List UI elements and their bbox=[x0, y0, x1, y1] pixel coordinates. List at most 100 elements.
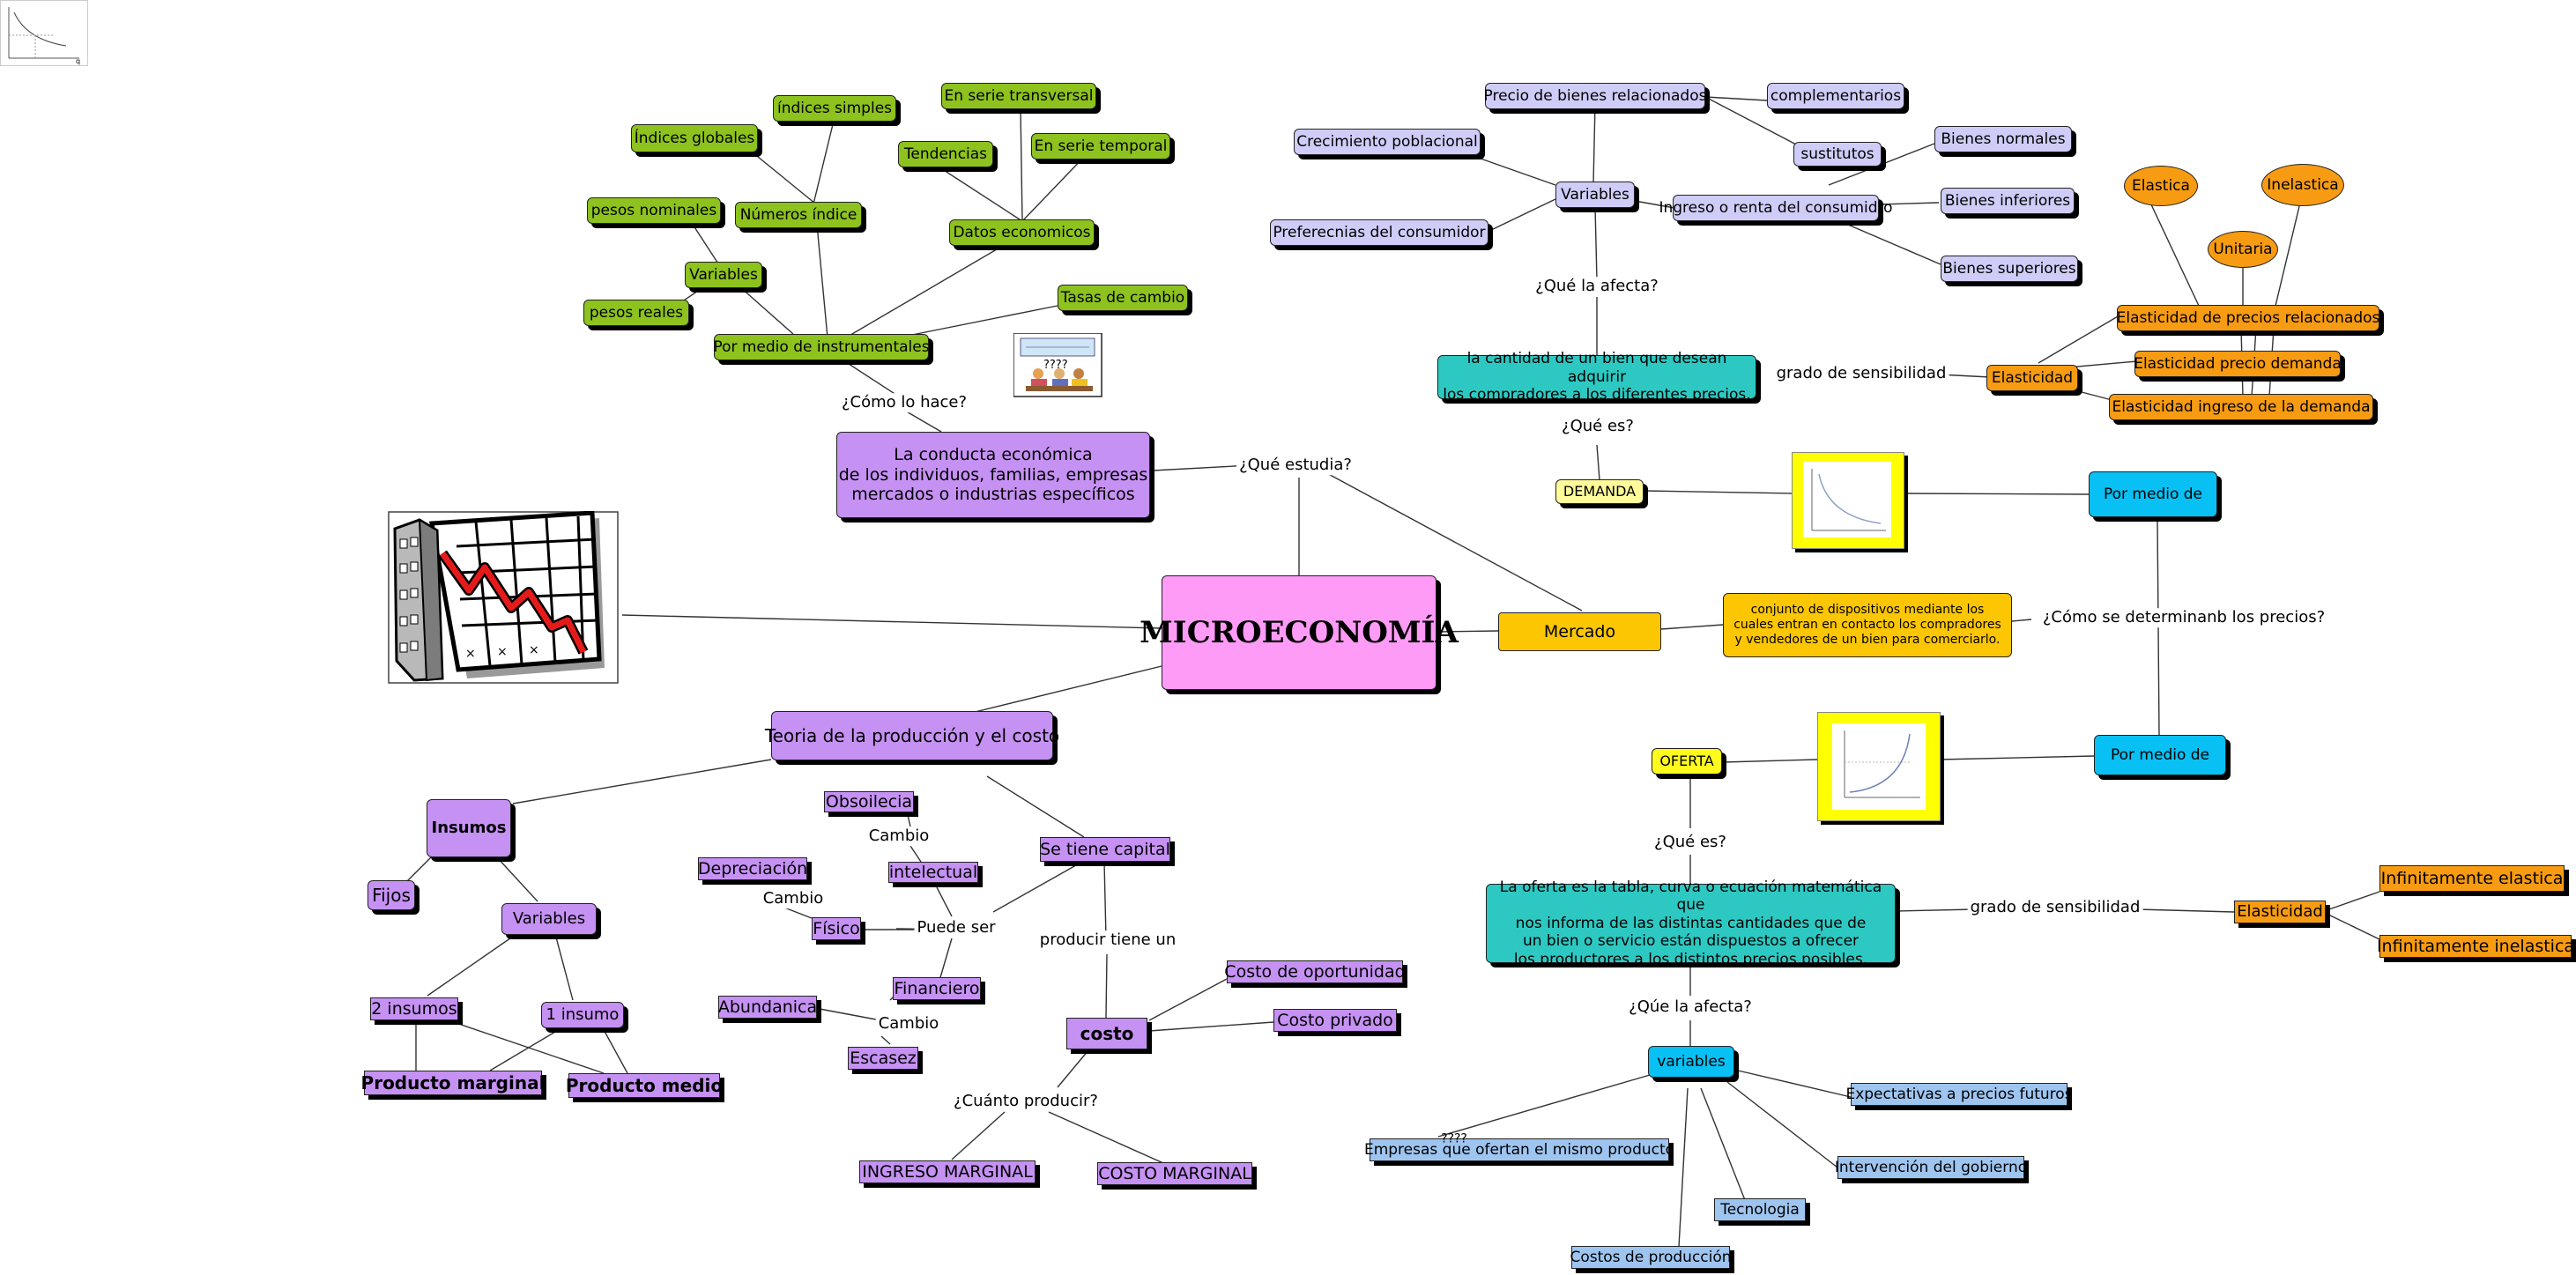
falling-chart-clipart-icon: × × × bbox=[388, 510, 620, 686]
node-se-tiene-capital[interactable]: Se tiene capital bbox=[1040, 837, 1170, 862]
node-pesos-reales[interactable]: pesos reales bbox=[583, 300, 689, 326]
node-por-medio-de-1[interactable]: Por medio de bbox=[2089, 471, 2217, 517]
node-precio-bienes-relacionados[interactable]: Precio de bienes relacionados bbox=[1484, 83, 1706, 109]
link-grado-sensibilidad-1: grado de sensibilidad bbox=[1773, 364, 1949, 383]
node-2-insumos[interactable]: 2 insumos bbox=[370, 997, 458, 1020]
node-producto-marginal[interactable]: Producto marginal bbox=[360, 1071, 546, 1095]
conducta-text: La conducta económica de los individuos,… bbox=[838, 444, 1148, 505]
node-oferta-definicion[interactable]: La oferta es la tabla, curva o ecuación … bbox=[1486, 878, 1896, 968]
node-crecimiento-poblacional[interactable]: Crecimiento poblacional bbox=[1294, 129, 1481, 155]
node-demanda[interactable]: DEMANDA bbox=[1555, 479, 1644, 504]
node-elasticidad-precio-demanda[interactable]: Elasticidad precio demanda bbox=[2134, 351, 2342, 377]
link-question-marks: ???? bbox=[1441, 1131, 1467, 1146]
node-escasez[interactable]: Escasez bbox=[848, 1047, 918, 1070]
node-expectativas[interactable]: Expectativas a precios futuros bbox=[1845, 1083, 2073, 1106]
node-variables-purple[interactable]: Variables bbox=[501, 903, 597, 935]
node-ingreso-renta[interactable]: Ingreso o renta del consumidro bbox=[1659, 195, 1893, 221]
node-pesos-nominales[interactable]: pesos nominales bbox=[587, 197, 721, 224]
node-datos-economicos[interactable]: Datos economicos bbox=[949, 219, 1095, 246]
node-costos-produccion[interactable]: Costos de producción bbox=[1570, 1246, 1732, 1269]
node-infinitamente-inelastica[interactable]: Infinitamente inelastica bbox=[2377, 935, 2574, 958]
link-cambio-3: Cambio bbox=[875, 1014, 942, 1034]
node-elasticidad-precios-relacionados[interactable]: Elasticidad de precios relacionados bbox=[2117, 305, 2379, 331]
node-variables-oferta[interactable]: variables bbox=[1648, 1046, 1734, 1078]
node-costo-marginal[interactable]: COSTO MARGINAL bbox=[1097, 1162, 1252, 1185]
node-financiero[interactable]: Financiero bbox=[893, 977, 981, 1000]
link-que-es-oferta: ¿Qué es? bbox=[1652, 833, 1729, 852]
thumbnail-chart-icon: q bbox=[0, 0, 88, 66]
people-clipart-icon: ???? bbox=[1013, 332, 1105, 400]
node-infinitamente-elastica[interactable]: Infinitamente elastica bbox=[2379, 865, 2565, 892]
node-empresas-mismo-producto[interactable]: Empresas que ofertan el mismo producto bbox=[1364, 1138, 1674, 1161]
node-teoria-produccion[interactable]: Teoria de la producción y el costo bbox=[765, 711, 1059, 760]
svg-text:×: × bbox=[465, 647, 476, 661]
svg-text:×: × bbox=[497, 645, 508, 659]
node-microeconomia[interactable]: MICROECONOMÍA bbox=[1140, 575, 1459, 690]
node-sustitutos[interactable]: sustitutos bbox=[1793, 142, 1882, 167]
link-grado-sensibilidad-2: grado de sensibilidad bbox=[1967, 898, 2143, 917]
node-indices-globales[interactable]: Índices globales bbox=[631, 124, 758, 152]
oferta-def-text: La oferta es la tabla, curva o ecuación … bbox=[1499, 878, 1882, 968]
demand-curve-icon bbox=[1792, 452, 1904, 549]
node-tasas-de-cambio[interactable]: Tasas de cambio bbox=[1058, 285, 1188, 311]
node-ingreso-marginal[interactable]: INGRESO MARGINAL bbox=[859, 1160, 1036, 1183]
link-como-lo-hace: ¿Cómo lo hace? bbox=[838, 393, 970, 412]
link-cambio-1: Cambio bbox=[865, 827, 932, 846]
supply-curve-icon bbox=[1817, 712, 1941, 821]
node-abundancia[interactable]: Abundanica bbox=[718, 996, 817, 1019]
node-variables-lavender[interactable]: Variables bbox=[1555, 182, 1635, 208]
node-mercado-definicion[interactable]: conjunto de dispositivos mediante los cu… bbox=[1723, 593, 2012, 657]
demanda-def-text: la cantidad de un bien que desean adquir… bbox=[1443, 350, 1751, 404]
node-producto-medio[interactable]: Producto medio bbox=[565, 1073, 724, 1098]
node-indices-simples[interactable]: índices simples bbox=[773, 95, 896, 122]
link-que-la-afecta-2: ¿Qúe la afecta? bbox=[1626, 997, 1755, 1017]
link-puede-ser: Puede ser bbox=[914, 918, 998, 938]
node-complementarios[interactable]: complementarios bbox=[1767, 83, 1904, 109]
node-intervencion-gobierno[interactable]: Intervención del gobierno bbox=[1835, 1156, 2027, 1179]
node-costo-privado[interactable]: Costo privado bbox=[1273, 1009, 1397, 1032]
node-depreciacion[interactable]: Depreciación bbox=[698, 857, 807, 880]
node-elasticidad-ingreso-demanda[interactable]: Elasticidad ingreso de la demanda bbox=[2109, 394, 2373, 420]
node-conducta-economica[interactable]: La conducta económica de los individuos,… bbox=[836, 432, 1150, 518]
node-mercado[interactable]: Mercado bbox=[1498, 612, 1661, 651]
node-tecnologia[interactable]: Tecnologia bbox=[1714, 1198, 1806, 1221]
node-en-serie-transversal[interactable]: En serie transversal bbox=[941, 83, 1096, 109]
node-demanda-definicion[interactable]: la cantidad de un bien que desean adquir… bbox=[1437, 350, 1756, 404]
node-bienes-superiores[interactable]: Bienes superiores bbox=[1941, 256, 2078, 282]
node-elasticidad-2[interactable]: Elasticidad bbox=[2234, 901, 2326, 923]
link-producir-tiene-un: producir tiene un bbox=[1036, 930, 1179, 950]
node-variables-green[interactable]: Variables bbox=[685, 262, 762, 288]
node-bienes-normales[interactable]: Bienes normales bbox=[1934, 126, 2072, 152]
node-costo-oportunidad[interactable]: Costo de oportunidad bbox=[1224, 960, 1406, 983]
link-que-es-demanda: ¿Qué es? bbox=[1559, 417, 1637, 436]
node-costo[interactable]: costo bbox=[1066, 1018, 1147, 1049]
mercado-def-text: conjunto de dispositivos mediante los cu… bbox=[1733, 603, 2001, 647]
link-que-la-afecta: ¿Qué la afecta? bbox=[1533, 277, 1661, 296]
node-insumos[interactable]: Insumos bbox=[427, 799, 511, 857]
node-unitaria[interactable]: Unitaria bbox=[2208, 231, 2278, 268]
link-que-estudia: ¿Qué estudia? bbox=[1236, 456, 1355, 475]
node-inelastica[interactable]: Inelastica bbox=[2261, 164, 2344, 206]
link-como-precios: ¿Cómo se determinanb los precios? bbox=[2039, 608, 2328, 627]
node-preferencias[interactable]: Preferecnias del consumidor bbox=[1270, 219, 1488, 246]
root-title: MICROECONOMÍA bbox=[1140, 614, 1459, 650]
node-fijos[interactable]: Fijos bbox=[367, 880, 415, 910]
svg-text:????: ???? bbox=[1043, 359, 1068, 372]
link-cuanto-producir: ¿Cuánto producir? bbox=[951, 1092, 1101, 1111]
node-elasticidad-1[interactable]: Elasticidad bbox=[1986, 365, 2078, 391]
node-por-medio-de-2[interactable]: Por medio de bbox=[2094, 735, 2226, 775]
node-numeros-indice[interactable]: Números índice bbox=[735, 202, 862, 228]
node-tendencias[interactable]: Tendencias bbox=[898, 141, 993, 167]
svg-text:q: q bbox=[76, 57, 80, 65]
node-oferta[interactable]: OFERTA bbox=[1652, 748, 1722, 775]
node-1-insumo[interactable]: 1 insumo bbox=[541, 1002, 624, 1028]
svg-text:×: × bbox=[529, 643, 539, 657]
node-obsolescencia[interactable]: Obsoilecia bbox=[824, 791, 914, 812]
node-fisico[interactable]: Físico bbox=[812, 917, 861, 940]
node-elastica[interactable]: Elastica bbox=[2124, 166, 2198, 206]
node-bienes-inferiores[interactable]: Bienes inferiores bbox=[1941, 188, 2075, 214]
node-en-serie-temporal[interactable]: En serie temporal bbox=[1031, 133, 1170, 159]
link-cambio-2: Cambio bbox=[760, 889, 827, 908]
node-intelectual[interactable]: intelectual bbox=[888, 862, 978, 883]
node-por-medio-instrumentales[interactable]: Por medio de instrumentales bbox=[713, 334, 930, 360]
